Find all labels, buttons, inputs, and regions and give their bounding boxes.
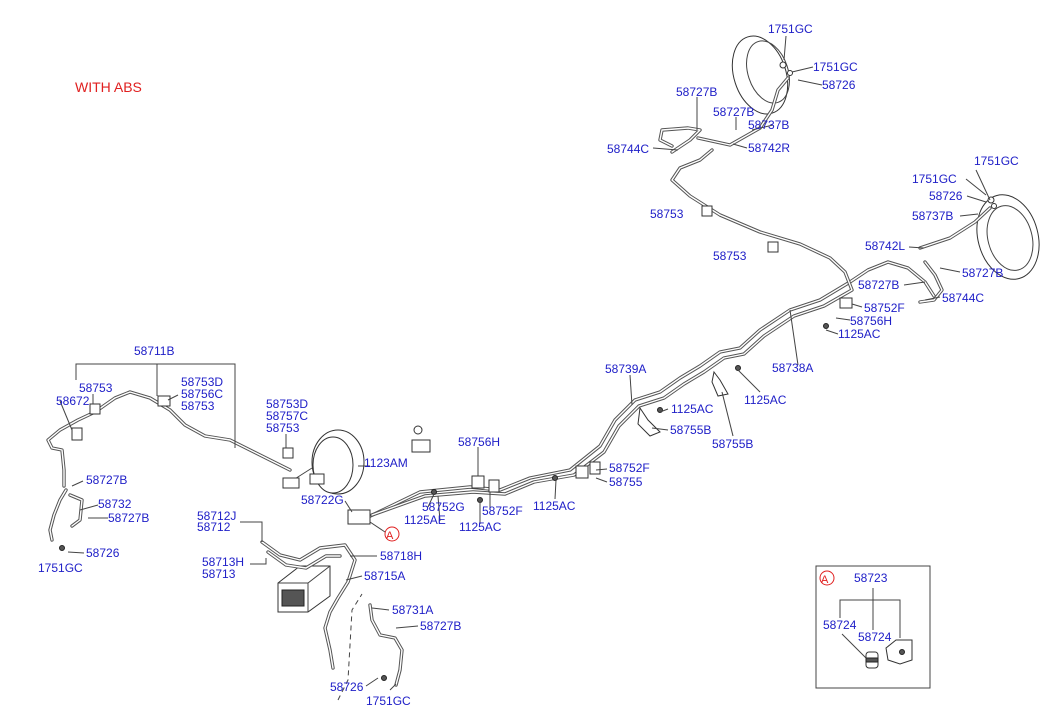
abs-unit [277, 565, 331, 613]
part-number-label: 58738A [772, 361, 813, 375]
detail-label-left: 58724 [823, 618, 857, 632]
part-number-label: 58712J [197, 509, 236, 523]
ref-marker: A [386, 530, 394, 542]
part-number-label: 1751GC [974, 154, 1019, 168]
part-number-label: 58713 [202, 567, 236, 581]
part-number-label: 58742L [865, 239, 905, 253]
part-number-label: 58755B [712, 437, 753, 451]
part-number-label: 1125AC [744, 393, 787, 407]
part-number-label: 58757C [266, 409, 308, 423]
part-number-label: 1125AC [459, 520, 502, 534]
part-number-label: 58753 [713, 249, 747, 263]
part-number-label: 58727B [713, 105, 754, 119]
part-number-label: 1751GC [813, 60, 858, 74]
part-number-label: 1125AE [404, 513, 446, 527]
rear-left-drum [976, 194, 1040, 280]
part-number-label: 58753D [181, 375, 223, 389]
rear-right-drum [731, 35, 793, 115]
part-number-label: 58726 [822, 78, 856, 92]
part-number-label: 58726 [330, 680, 364, 694]
part-number-label: 58756H [458, 435, 500, 449]
part-number-label: 58737B [912, 209, 953, 223]
diagram-caption: WITH ABS [75, 79, 142, 95]
part-number-label: 1751GC [912, 172, 957, 186]
part-number-label: 58715A [364, 569, 405, 583]
brake-booster [282, 429, 365, 495]
leader-lines [59, 35, 991, 691]
part-number-label: 1123AM [364, 456, 408, 470]
part-number-label: 58755B [670, 423, 711, 437]
part-number-label: 58713H [202, 555, 244, 569]
part-number-label: 1125AC [671, 402, 714, 416]
part-number-label: 58744C [942, 291, 984, 305]
part-labels: 1751GC1751GC5872658727B58727B58737B58744… [38, 22, 1019, 708]
part-number-label: 58727B [962, 266, 1003, 280]
part-number-label: 58752F [864, 301, 905, 315]
part-number-label: 58755 [609, 475, 643, 489]
part-number-label: 58731A [392, 603, 433, 617]
clips [59, 205, 853, 681]
part-number-label: 58672 [56, 394, 90, 408]
part-number-label: 58726 [929, 189, 963, 203]
detail-label-right: 58724 [858, 630, 892, 644]
part-number-label: 58718H [380, 549, 422, 563]
part-number-label: 58753 [266, 421, 300, 435]
part-number-label: 58753D [266, 397, 308, 411]
part-number-label: 58752G [422, 500, 465, 514]
detail-title: 58723 [854, 571, 888, 585]
part-number-label: 1751GC [38, 561, 83, 575]
part-number-label: 1125AC [838, 327, 881, 341]
part-number-label: 58727B [676, 85, 717, 99]
part-number-label: 58753 [650, 207, 684, 221]
detail-box: A 58723 58724 58724 [815, 565, 931, 689]
ref-marker-circle [384, 526, 400, 542]
part-number-label: 1751GC [366, 694, 411, 708]
part-number-label: 58712 [197, 520, 231, 534]
part-number-label: 58727B [86, 473, 127, 487]
part-number-label: 58753 [79, 381, 113, 395]
detail-marker: A [821, 574, 829, 586]
part-number-label: 1751GC [768, 22, 813, 36]
part-number-label: 58739A [605, 362, 646, 376]
part-number-label: 58732 [98, 497, 132, 511]
part-number-label: 58753 [181, 399, 215, 413]
part-number-label: 58711B [134, 344, 174, 358]
part-number-label: 58744C [607, 142, 649, 156]
part-number-label: 58752F [482, 504, 523, 518]
part-number-label: 58726 [86, 546, 120, 560]
part-number-label: 58737B [748, 118, 789, 132]
part-number-label: 58722G [301, 493, 344, 507]
part-number-label: 58727B [420, 619, 461, 633]
part-number-label: 58756C [181, 387, 223, 401]
guide-line [337, 593, 363, 701]
part-number-label: 58742R [748, 141, 790, 155]
part-number-label: 1125AC [533, 499, 576, 513]
part-number-label: 58756H [850, 314, 892, 328]
part-number-label: 58752F [609, 461, 650, 475]
part-number-label: 58727B [858, 278, 899, 292]
part-number-label: 58727B [108, 511, 149, 525]
